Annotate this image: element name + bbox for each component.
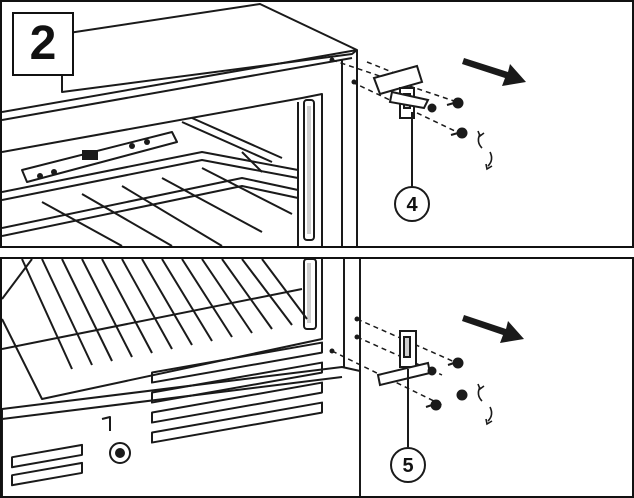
arrow-right-down-icon-bottom [462,315,524,343]
callout-bottom: 5 [390,369,426,483]
bottom-illustration: 5 [2,259,524,496]
top-illustration: 4 [2,3,526,246]
callout-label-top: 4 [406,194,418,216]
rotate-arrows-icon-bottom [477,383,493,426]
hinge-icon-bottom [376,330,432,387]
hinge-icon [372,64,430,119]
diagram-panel-top: 4 2 [0,0,634,248]
control-panel-icons [37,139,150,179]
callout-label-bottom: 5 [402,455,413,477]
rotate-arrows-icon [477,130,493,171]
screw-icon [427,97,468,139]
step-indicator: 2 [12,12,74,76]
diagram-panel-bottom: 5 [0,257,634,498]
arrow-right-down-icon [462,58,526,86]
screw-icon-bottom [425,357,468,411]
step-number: 2 [29,17,57,70]
callout-top: 4 [394,112,430,222]
